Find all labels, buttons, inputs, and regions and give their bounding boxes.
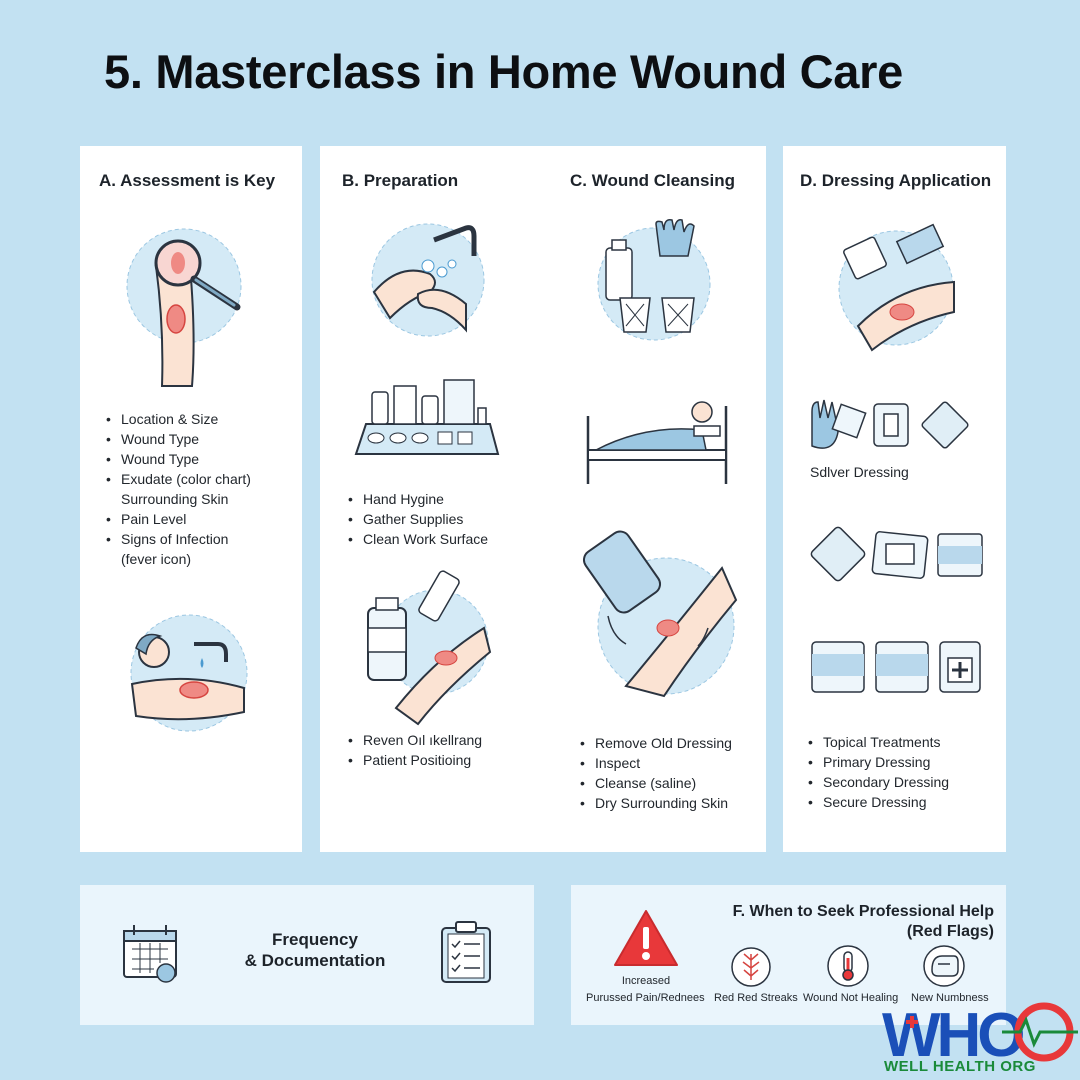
- silver-dressing-caption: Sdlver Dressing: [810, 464, 909, 480]
- heading-assessment: A. Assessment is Key: [99, 171, 276, 190]
- flag-pain-label: Purussed Pain/Rednees: [586, 992, 705, 1004]
- heading-preparation: B. Preparation: [342, 171, 459, 190]
- list-item: Topical Treatments: [808, 732, 949, 752]
- well-health-logo: WHO: [882, 1001, 1078, 1070]
- heading-cleansing: C. Wound Cleansing: [570, 171, 735, 190]
- flag-red-streaks-label: Red Red Streaks: [714, 992, 798, 1004]
- leg-magnifier-illustration: [126, 228, 242, 387]
- dressing-types-row3: [811, 641, 981, 693]
- list-item: Remove Old Dressing: [580, 733, 732, 753]
- heading-dressing: D. Dressing Application: [800, 171, 992, 190]
- list-item: Wound Type: [106, 429, 251, 449]
- list-item: Wound Type: [106, 449, 251, 469]
- red-flags-title: F. When to Seek Professional Help (Red F…: [690, 902, 994, 942]
- list-item: Cleanse (saline): [580, 773, 732, 793]
- flag-increased-top: Increased: [621, 975, 671, 987]
- thermometer-icon: [827, 945, 869, 987]
- list-item: Clean Work Surface: [348, 529, 488, 549]
- warning-icon: [614, 910, 678, 966]
- dressing-list: Topical Treatments Primary Dressing Seco…: [808, 732, 949, 812]
- cleansing-list: Remove Old Dressing Inspect Cleanse (sal…: [580, 733, 732, 813]
- bottle-arm-illustration: [367, 570, 492, 726]
- list-item-continuation: (fever icon): [121, 551, 192, 567]
- frequency-line1: Frequency: [272, 930, 358, 949]
- dressing-types-row1: [811, 399, 969, 449]
- dressing-application-illustration: [838, 223, 955, 352]
- list-item: Exudate (color chart): [106, 469, 251, 489]
- dressing-types-row2: [810, 526, 983, 582]
- red-streaks-icon: [731, 947, 771, 987]
- frequency-documentation-label: Frequency & Documentation: [200, 929, 430, 971]
- list-item-continuation: Surrounding Skin: [121, 491, 229, 507]
- gloves-bins-illustration: [597, 218, 711, 341]
- list-item: Patient Positioing: [348, 750, 482, 770]
- supplies-tray-illustration: [354, 379, 500, 455]
- list-item: Signs of Infection: [106, 529, 251, 549]
- logo-text: WELL HEALTH ORG: [884, 1058, 1036, 1075]
- red-flags-title-line2: (Red Flags): [906, 923, 994, 940]
- list-item: Gather Supplies: [348, 509, 488, 529]
- clipboard-icon: [441, 921, 491, 983]
- list-item: Secure Dressing: [808, 792, 949, 812]
- list-item: Location & Size: [106, 409, 251, 429]
- list-item: Pain Level: [106, 509, 251, 529]
- red-flags-title-line1: F. When to Seek Professional Help: [732, 903, 994, 920]
- page-title: 5. Masterclass in Home Wound Care: [104, 45, 903, 98]
- flag-numbness-label: New Numbness: [911, 992, 989, 1004]
- list-item: Secondary Dressing: [808, 772, 949, 792]
- logo-letters: WHO: [882, 1001, 1023, 1070]
- saline-cleansing-illustration: [582, 530, 738, 698]
- list-item: Reven Oıl ıkellrang: [348, 730, 482, 750]
- patient-bed-illustration: [586, 401, 728, 484]
- calendar-icon: [123, 925, 177, 983]
- preparation-list: Hand Hygine Gather Supplies Clean Work S…: [348, 489, 488, 549]
- positioning-list: Reven Oıl ıkellrang Patient Positioing: [348, 730, 482, 770]
- frequency-line2: & Documentation: [244, 951, 386, 970]
- numbness-icon: [923, 945, 965, 987]
- list-item: Inspect: [580, 753, 732, 773]
- handwashing-illustration: [371, 223, 485, 337]
- patient-washing-illustration: [130, 614, 248, 732]
- assessment-list: Location & Size Wound Type Wound Type Ex…: [106, 409, 251, 569]
- flag-not-healing-label: Wound Not Healing: [803, 992, 899, 1004]
- list-item: Dry Surrounding Skin: [580, 793, 732, 813]
- list-item: Hand Hygine: [348, 489, 488, 509]
- list-item: Primary Dressing: [808, 752, 949, 772]
